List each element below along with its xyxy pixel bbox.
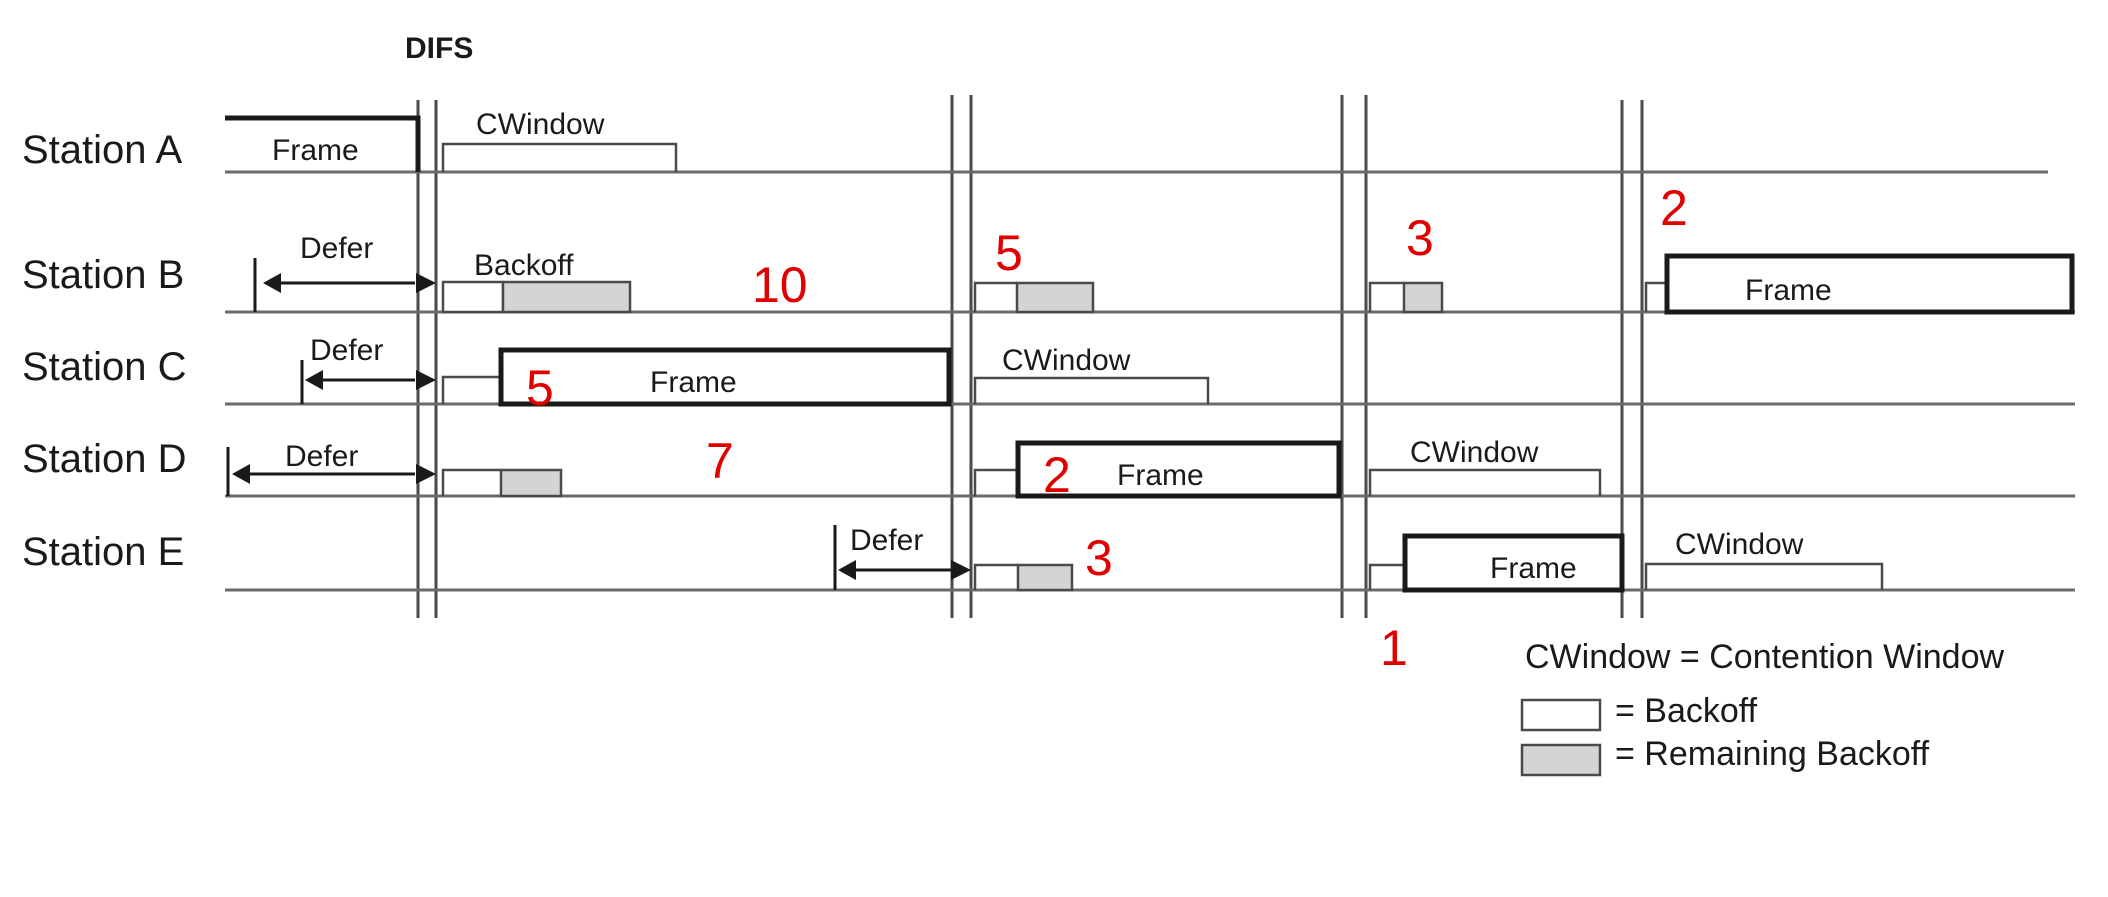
station-d-cwindow-label: CWindow — [1410, 436, 1539, 469]
station-b-defer-arrow-right — [416, 273, 436, 293]
station-c-defer-arrow-right — [416, 370, 436, 390]
station-c-defer-arrow-left — [305, 370, 323, 390]
station-d-defer-label: Defer — [285, 440, 358, 473]
station-d-frame — [1015, 440, 1342, 499]
station-e-defer-arrow-left — [838, 560, 856, 580]
ifs-vertical-lines — [416, 95, 1644, 618]
station-e-remaining — [1016, 563, 1074, 592]
station-b-backoff-3 — [1368, 281, 1404, 312]
station-b-remaining-2 — [1015, 281, 1095, 314]
annotation-b-3: 3 — [1406, 210, 1434, 266]
annotation-c-5: 5 — [526, 360, 554, 416]
station-c-backoff — [441, 375, 501, 404]
station-c-cwindow — [973, 376, 1210, 404]
legend-remaining-label: = Remaining Backoff — [1615, 735, 1930, 773]
station-c-row: Defer Frame CWindow — [300, 334, 1210, 407]
station-d-frame-label: Frame — [1117, 459, 1204, 492]
station-c-cwindow-label: CWindow — [1002, 344, 1131, 377]
station-e-frame — [1402, 533, 1625, 593]
station-c-frame — [498, 347, 952, 407]
station-d-row: Defer Frame CWindow — [226, 436, 1602, 499]
station-d-remaining — [499, 468, 563, 498]
station-d-backoff-2 — [973, 468, 1018, 496]
legend-remaining-swatch — [1520, 743, 1602, 777]
station-e-label: Station E — [22, 530, 184, 574]
station-c-defer-label: Defer — [310, 334, 383, 367]
annotation-b-5: 5 — [995, 225, 1023, 281]
annotation-b-2: 2 — [1660, 180, 1688, 236]
station-c-frame-label: Frame — [650, 366, 737, 399]
station-e-cwindow-label: CWindow — [1675, 528, 1804, 561]
station-a-row: Frame CWindow — [225, 108, 678, 172]
station-a-frame — [225, 115, 421, 172]
legend: CWindow = Contention Window = Backoff = … — [1520, 638, 2005, 777]
station-d-cwindow — [1368, 468, 1602, 496]
annotation-d-7: 7 — [706, 433, 734, 489]
station-e-backoff-2 — [1368, 563, 1405, 590]
legend-backoff-swatch — [1520, 698, 1602, 732]
station-a-cwindow-label: CWindow — [476, 108, 605, 141]
station-b-label: Station B — [22, 253, 184, 297]
station-e-frame-label: Frame — [1490, 552, 1577, 585]
station-d-defer-arrow-left — [232, 464, 250, 484]
station-a-cwindow — [441, 142, 678, 172]
station-c-label: Station C — [22, 345, 187, 389]
station-b-frame-label: Frame — [1745, 274, 1832, 307]
legend-title: CWindow = Contention Window — [1525, 638, 2005, 676]
difs-label: DIFS — [405, 32, 473, 65]
station-e-defer-label: Defer — [850, 524, 923, 557]
station-b-frame — [1664, 253, 2075, 315]
station-d-label: Station D — [22, 437, 187, 481]
station-d-backoff — [441, 468, 501, 496]
annotation-b-10: 10 — [752, 257, 808, 313]
station-e-backoff — [973, 563, 1018, 590]
station-b-defer-label: Defer — [300, 232, 373, 265]
station-b-backoff-label: Backoff — [474, 249, 574, 282]
station-a-frame-label: Frame — [272, 134, 359, 167]
station-b-defer-arrow-left — [263, 273, 281, 293]
station-b-remaining-box — [501, 280, 632, 314]
station-b-backoff-4 — [1644, 281, 1667, 312]
annotation-slot-1: 1 — [1380, 620, 1408, 676]
station-d-defer-arrow-right — [416, 464, 436, 484]
station-b-backoff-2 — [973, 281, 1017, 312]
station-a-label: Station A — [22, 128, 182, 172]
station-b-backoff-box — [441, 280, 505, 314]
legend-backoff-label: = Backoff — [1615, 692, 1758, 730]
annotation-e-3: 3 — [1085, 530, 1113, 586]
station-b-row: Defer Backoff Frame — [253, 232, 2075, 315]
station-b-remaining-3 — [1402, 281, 1444, 314]
annotation-d-2: 2 — [1043, 447, 1071, 503]
station-e-row: Defer Frame CWindow — [833, 524, 1884, 593]
station-e-defer-arrow-right — [951, 560, 971, 580]
station-e-cwindow — [1644, 562, 1884, 590]
